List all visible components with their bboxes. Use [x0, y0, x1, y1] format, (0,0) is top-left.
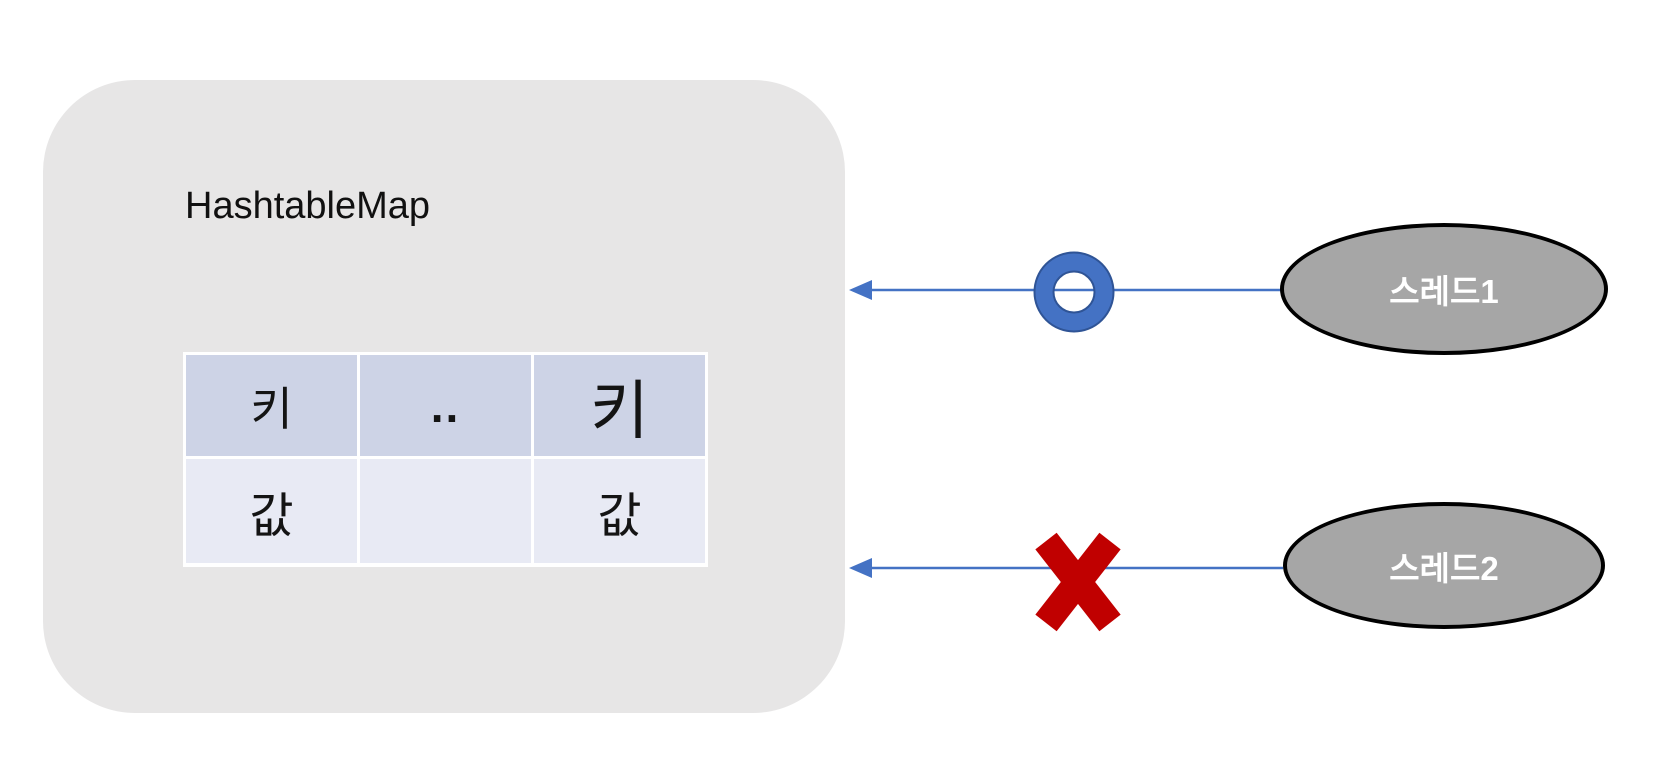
table-cell-key-1: 키 [186, 355, 357, 456]
blocked-x-icon [1035, 532, 1121, 632]
allowed-ring-icon [1033, 251, 1115, 333]
thread2-label: 스레드2 [1389, 549, 1499, 587]
hashtablemap-title: HashtableMap [185, 185, 431, 227]
table-cell-empty [360, 459, 531, 563]
thread2-node: 스레드2 [1283, 502, 1605, 629]
arrow-thread1-to-map [849, 280, 1283, 300]
table-cell-dots: .. [360, 355, 531, 456]
hash-table: 키 .. 키 값 값 [183, 352, 708, 567]
table-cell-value-1: 값 [186, 459, 357, 563]
table-cell-key-2: 키 [534, 355, 705, 456]
thread1-label: 스레드1 [1389, 273, 1499, 310]
table-cell-value-2: 값 [534, 459, 705, 563]
thread1-node: 스레드1 [1280, 223, 1608, 355]
